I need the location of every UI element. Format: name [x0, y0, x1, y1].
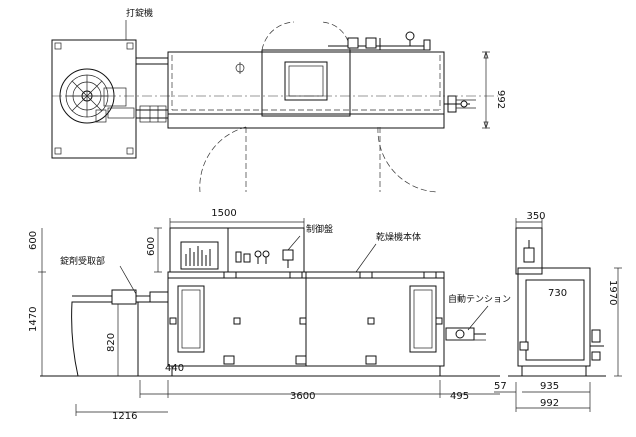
- label-control-panel: 制御盤: [306, 223, 333, 235]
- auto-tension-unit: [445, 327, 486, 341]
- dim-495: 495: [450, 391, 469, 402]
- dryer-plan: [167, 51, 445, 129]
- dim-730: 730: [548, 288, 567, 299]
- plan-view: [51, 21, 490, 193]
- label-winder: 打錠機: [126, 7, 153, 19]
- dim-440: 440: [165, 363, 184, 374]
- dim-600-outer: 600: [28, 231, 39, 250]
- steam-piping: [328, 31, 431, 51]
- dimension-lines: [38, 95, 622, 416]
- control-panel: [169, 227, 305, 273]
- dim-992-top: 992: [495, 90, 506, 109]
- dim-57: 57: [494, 381, 507, 392]
- dim-350: 350: [526, 211, 545, 222]
- dim-820: 820: [106, 333, 117, 352]
- dim-1470: 1470: [28, 307, 39, 332]
- dim-1500: 1500: [211, 208, 236, 219]
- winder-frame: [51, 39, 137, 159]
- display-screen: [180, 241, 219, 270]
- tablet-receiver: [71, 289, 169, 377]
- dim-935: 935: [540, 381, 559, 392]
- dim-992-bottom: 992: [540, 398, 559, 409]
- elevation-view: [40, 227, 606, 377]
- label-dryer-body: 乾燥機本体: [376, 231, 421, 243]
- dim-600-inner: 600: [146, 237, 157, 256]
- dryer-body: [167, 271, 445, 376]
- side-cabinet: [515, 227, 604, 376]
- label-auto-tension: 自動テンション: [448, 293, 511, 305]
- dim-1970: 1970: [607, 280, 618, 305]
- annotation-text: 打錠機 制御盤 乾燥機本体 錠剤受取部 自動テンション 1500 350 730…: [28, 7, 618, 422]
- dim-3600: 3600: [290, 391, 315, 402]
- dim-1216: 1216: [112, 411, 137, 422]
- label-receiver: 錠剤受取部: [60, 255, 105, 267]
- inspection-window-plan: [284, 61, 328, 101]
